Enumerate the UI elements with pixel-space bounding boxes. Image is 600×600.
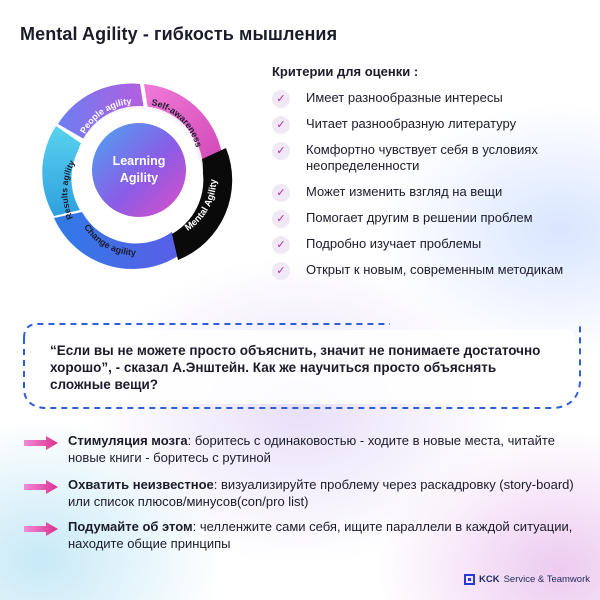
tip-body: : челленжите сами себя, ищите параллели … [68, 519, 573, 551]
check-icon: ✓ [272, 116, 290, 134]
criteria-item: ✓Помогает другим в решении проблем [272, 210, 590, 236]
criteria-list: ✓Имеет разнообразные интересы ✓Читает ра… [272, 90, 590, 298]
check-icon: ✓ [272, 210, 290, 228]
criteria-item: ✓Комфортно чувствует себя в условиях нео… [272, 142, 590, 184]
tip-lead: Стимуляция мозга [68, 433, 188, 448]
check-icon: ✓ [272, 90, 290, 108]
tip-lead: Подумайте об этом [68, 519, 193, 534]
check-icon: ✓ [272, 184, 290, 202]
check-icon: ✓ [272, 142, 290, 160]
segment-mental-agility [172, 148, 233, 260]
page-title: Mental Agility - гибкость мышления [20, 24, 338, 44]
tip-body: : боритесь с одинаковостью - ходите в но… [68, 433, 555, 465]
segment-results-agility [42, 126, 82, 216]
brand-tagline: Service & Teamwork [503, 573, 590, 585]
segment-change-agility [54, 212, 178, 269]
tip-lead: Охватить неизвестное [68, 477, 214, 492]
criteria-item: ✓Открыт к новым, современным методикам [272, 262, 590, 298]
criteria-heading: Критерии для оценки : [272, 64, 419, 79]
criteria-item: ✓Подробно изучает проблемы [272, 236, 590, 262]
criteria-item: ✓Может изменить взгляд на вещи [272, 184, 590, 210]
brand-footer: KCK Service & Teamwork [463, 572, 590, 586]
arrow-right-icon [24, 480, 58, 494]
check-icon: ✓ [272, 236, 290, 254]
criteria-item: ✓Читает разнообразную литературу [272, 116, 590, 142]
quote-box: “Если вы не можете просто объяснить, зна… [18, 322, 584, 412]
check-icon: ✓ [272, 262, 290, 280]
center-label-1: Learning [113, 154, 166, 168]
segment-self-awareness [144, 84, 222, 160]
center-label-2: Agility [120, 171, 158, 185]
learning-agility-wheel: Learning Agility People agility Self-awa… [26, 64, 246, 274]
arrow-right-icon [24, 436, 58, 450]
center-circle [92, 123, 186, 217]
tip-body: : визуализируйте проблему через раскадро… [68, 477, 574, 509]
brand-name: KCK [478, 573, 500, 585]
wheel-diagram: Learning Agility People agility Self-awa… [42, 83, 233, 269]
quote-frame [23, 323, 581, 409]
arrow-right-icon [24, 522, 58, 536]
segment-people-agility [58, 83, 144, 139]
criteria-item: ✓Имеет разнообразные интересы [272, 90, 590, 116]
kck-logo-icon [463, 573, 475, 585]
quote-text: “Если вы не можете просто объяснить, зна… [50, 343, 541, 392]
